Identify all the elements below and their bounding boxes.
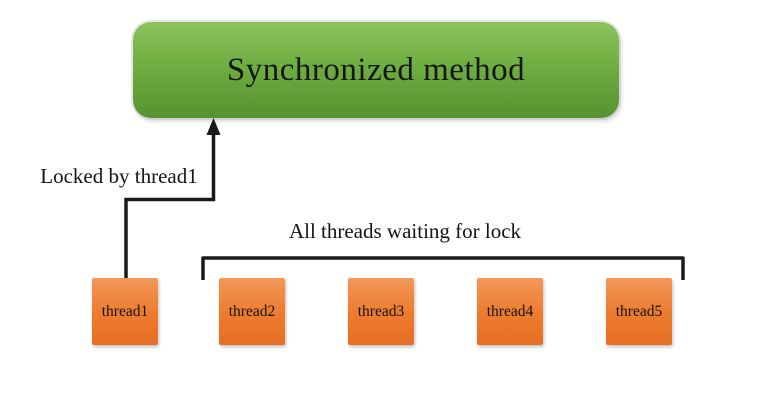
- all-threads-waiting-label: All threads waiting for lock: [288, 219, 522, 243]
- synchronized-method-box: Synchronized method: [133, 22, 619, 118]
- thread-box-5: thread5: [606, 278, 672, 345]
- locked-by-thread1-label: Locked by thread1: [40, 164, 198, 188]
- thread-3-label: thread3: [357, 302, 405, 320]
- thread-1-label: thread1: [101, 302, 149, 320]
- thread-box-2: thread2: [219, 278, 285, 345]
- thread-2-label: thread2: [228, 302, 276, 320]
- lock-arrow-head: [206, 118, 221, 135]
- thread-box-1: thread1: [92, 278, 158, 345]
- thread-box-3: thread3: [348, 278, 414, 345]
- thread-4-label: thread4: [486, 302, 534, 320]
- waiting-bracket: [201, 256, 685, 280]
- thread-box-4: thread4: [477, 278, 543, 345]
- thread-5-label: thread5: [615, 302, 663, 320]
- synchronized-method-label: Synchronized method: [226, 51, 526, 88]
- lock-arrow-line: [124, 132, 216, 278]
